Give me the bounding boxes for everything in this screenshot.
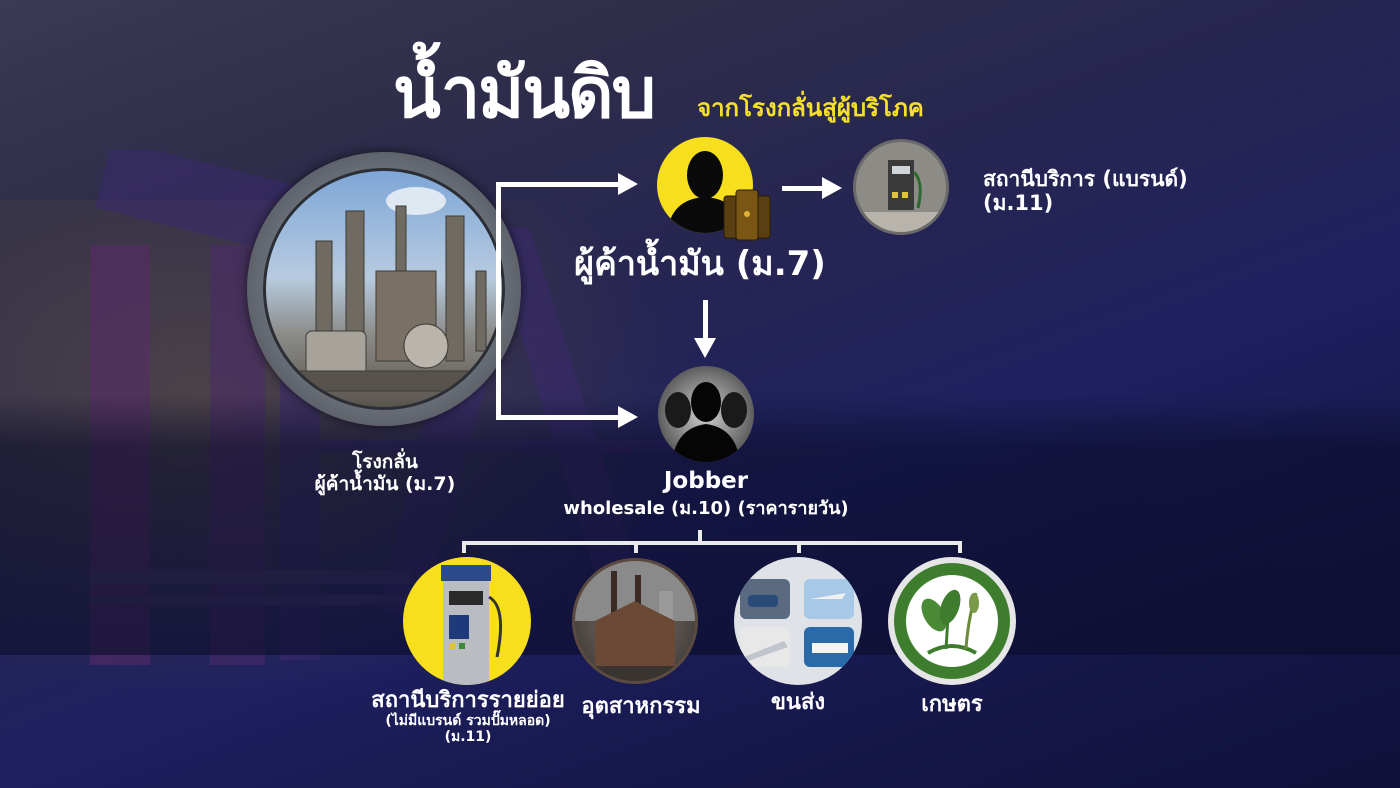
refinery-label: โรงกลั่น ผู้ค้าน้ำมัน (ม.7) [290,451,480,496]
bracket-center-tick [698,530,702,543]
jobber-node [658,366,754,462]
jobber-label-line1: Jobber [663,468,749,494]
jobber-label-line2: wholesale (ม.10) (ราคารายวัน) [563,498,849,520]
bracket-horizontal-line [462,541,962,545]
jobber-label: Jobber wholesale (ม.10) (ราคารายวัน) [520,468,892,520]
connector-trader-to-jobber [703,300,708,340]
trader-label: ผู้ค้าน้ำมัน (ม.7) [574,244,826,284]
retail-station-label-line1: สถานีบริการรายย่อย [371,688,565,713]
agriculture-label: เกษตร [921,692,983,717]
transport-grid-icon [740,579,854,667]
connector-refinery-to-trader [496,182,621,187]
bracket-tick-retail [462,541,466,553]
group-silhouette-icon [665,382,747,462]
industry-label: อุตสาหกรรม [581,694,701,719]
bracket-tick-transport [797,541,801,553]
connector-refinery-to-jobber [496,415,621,420]
fuel-pump-icon [856,142,946,232]
industry-node [572,558,698,684]
branded-station-label-line1: สถานีบริการ (แบรนด์) [983,167,1188,191]
oil-barrels-icon [723,189,771,241]
page-title: น้ำมันดิบ [393,52,656,134]
retail-station-label-line3: (ม.11) [444,729,492,746]
retail-station-node [403,557,531,685]
agriculture-node [888,557,1016,685]
branded-station-node [853,139,949,235]
connector-refinery-vertical [496,182,501,420]
arrow-head-to-station-icon [822,177,842,199]
refinery-node [247,152,521,426]
page-subtitle: จากโรงกลั่นสู่ผู้บริโภค [697,94,924,122]
bracket-tick-agriculture [958,541,962,553]
arrow-head-down-to-jobber-icon [694,338,716,358]
refinery-label-line2: ผู้ค้าน้ำมัน (ม.7) [314,472,456,495]
agriculture-leaf-icon [894,563,1010,679]
refinery-image-icon [263,168,505,410]
bracket-tick-industry [634,541,638,553]
retail-station-label: สถานีบริการรายย่อย (ไม่มีแบรนด์ รวมปั๊มห… [340,688,596,745]
refinery-label-line1: โรงกลั่น [352,451,418,473]
factory-icon [575,561,695,681]
retail-station-label-line2: (ไม่มีแบรนด์ รวมปั๊มหลอด) [385,713,551,730]
branded-station-label-line2: (ม.11) [983,191,1054,216]
gas-pump-icon [441,565,503,685]
transport-node [734,557,862,685]
arrow-head-to-jobber-icon [618,406,638,428]
arrow-head-to-trader-icon [618,173,638,195]
transport-label: ขนส่ง [770,690,826,715]
branded-station-label: สถานีบริการ (แบรนด์) (ม.11) [983,167,1188,215]
connector-trader-to-station [782,186,824,191]
